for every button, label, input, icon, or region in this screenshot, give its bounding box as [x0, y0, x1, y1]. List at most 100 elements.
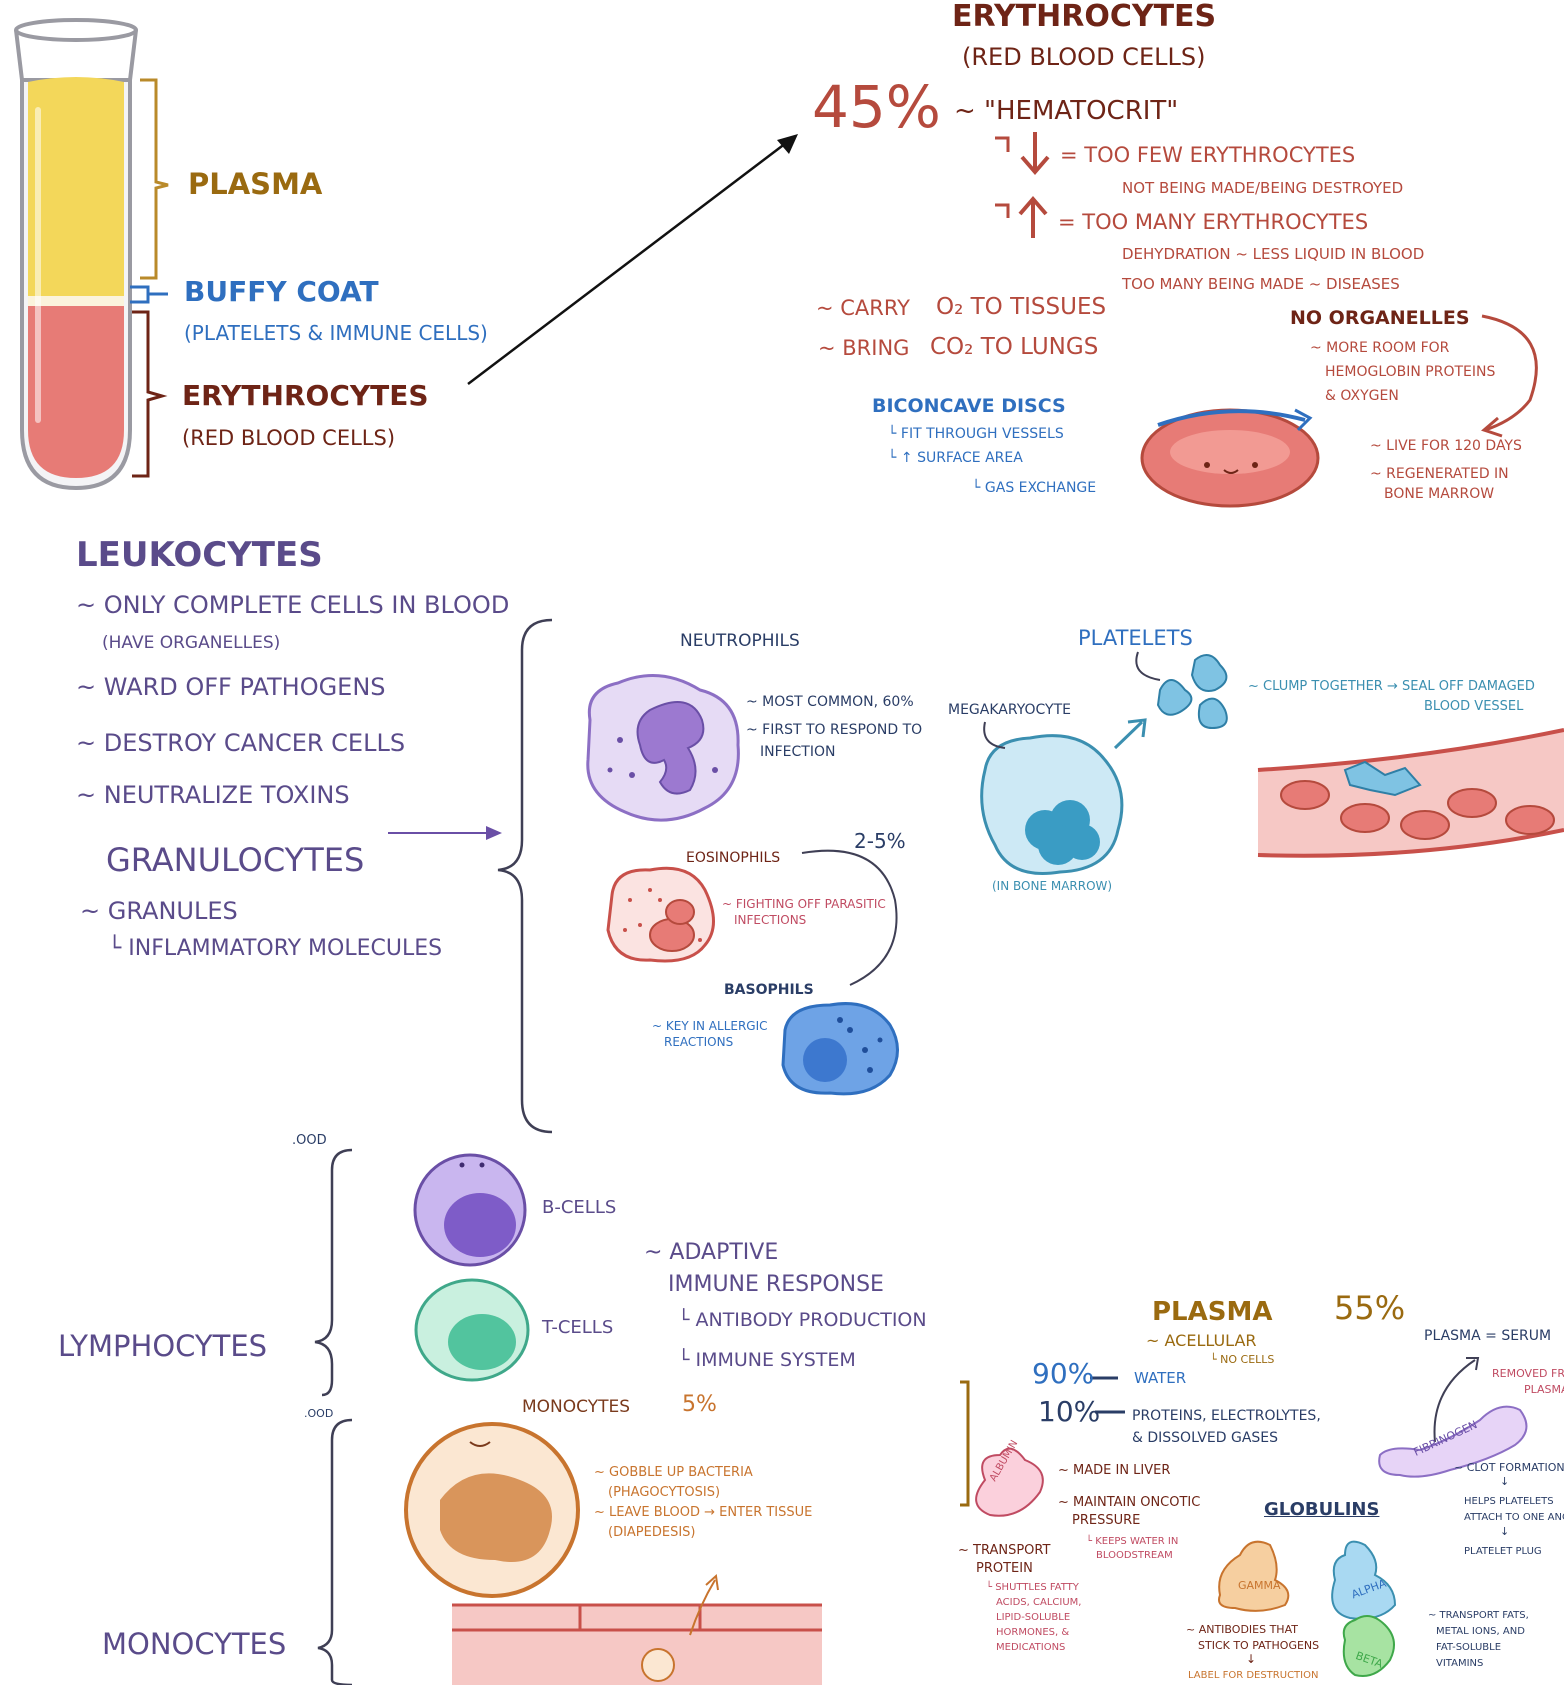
bone-marrow-label: (IN BONE MARROW)	[992, 879, 1113, 893]
monocytes-label: MONOCYTES	[522, 1397, 631, 1417]
neut-1: ~ MOST COMMON, 60%	[746, 694, 914, 710]
proteins-1: PROTEINS, ELECTROLYTES,	[1132, 1408, 1321, 1424]
albumin-5: BLOODSTREAM	[1096, 1550, 1173, 1561]
plasma-percent: 55%	[1334, 1289, 1406, 1327]
co2-to-lungs: CO₂ TO LUNGS	[930, 334, 1099, 360]
test-tube-icon	[14, 18, 138, 491]
too-many-reason-1: DEHYDRATION ~ LESS LIQUID IN BLOOD	[1122, 245, 1425, 263]
bring-label: ~ BRING	[818, 336, 910, 360]
ery-subtitle: (RED BLOOD CELLS)	[962, 43, 1206, 71]
albumin-icon	[975, 1447, 1044, 1517]
ery-title: ERYTHROCYTES	[952, 0, 1217, 34]
plasma-serum: PLASMA = SERUM	[1424, 1328, 1552, 1344]
granules: ~ GRANULES	[80, 897, 238, 925]
platelets-title: PLATELETS	[1078, 626, 1193, 650]
leuko-point-2: ~ WARD OFF PATHOGENS	[76, 673, 386, 701]
tube-ery-label: ERYTHROCYTES	[182, 379, 429, 412]
ab-2: METAL IONS, AND	[1436, 1626, 1525, 1637]
plasma-title: PLASMA	[1152, 1297, 1273, 1327]
tube-plasma-label: PLASMA	[188, 167, 323, 201]
mono-3: ~ LEAVE BLOOD → ENTER TISSUE	[594, 1505, 813, 1520]
acellular: ~ ACELLULAR	[1146, 1331, 1257, 1350]
proteins-2: & DISSOLVED GASES	[1132, 1430, 1279, 1446]
baso-2: REACTIONS	[664, 1035, 734, 1049]
transport-2: PROTEIN	[976, 1561, 1033, 1576]
transport-1: ~ TRANSPORT	[958, 1543, 1051, 1558]
fib-arrow-1: ↓	[1500, 1475, 1510, 1488]
gamma-arrow: ↓	[1246, 1652, 1257, 1666]
albumin-3: PRESSURE	[1072, 1513, 1141, 1528]
b-cells-label: B-CELLS	[542, 1197, 617, 1218]
t-cells-label: T-CELLS	[542, 1317, 614, 1338]
tube-buffy-sub: (PLATELETS & IMMUNE CELLS)	[184, 321, 488, 345]
basophil-icon	[781, 1002, 899, 1096]
no-org-3: & OXYGEN	[1325, 388, 1399, 404]
ery-percent: 45%	[812, 73, 941, 141]
leuko-point-1b: (HAVE ORGANELLES)	[102, 633, 281, 653]
fibrinogen-1: ~ CLOT FORMATION	[1454, 1461, 1564, 1474]
fibrinogen-3: ATTACH TO ONE ANOTHER	[1464, 1512, 1564, 1523]
blood-vessel-icon	[1257, 728, 1564, 858]
biconcave-title: BICONCAVE DISCS	[872, 395, 1066, 417]
fibrinogen-4: PLATELET PLUG	[1464, 1546, 1542, 1557]
ab-3: FAT-SOLUBLE	[1436, 1642, 1502, 1653]
eos-baso-connector	[801, 849, 898, 986]
too-few: = TOO FEW ERYTHROCYTES	[1060, 143, 1356, 167]
neutrophil-icon	[586, 673, 740, 822]
too-many: = TOO MANY ERYTHROCYTES	[1058, 210, 1369, 234]
gamma-1: ~ ANTIBODIES THAT	[1186, 1623, 1298, 1636]
no-org-2: HEMOGLOBIN PROTEINS	[1325, 364, 1496, 380]
buffy-bracket	[130, 285, 168, 304]
antibody-production: └ ANTIBODY PRODUCTION	[678, 1309, 927, 1331]
tube-ery-sub: (RED BLOOD CELLS)	[182, 426, 396, 450]
leuko-point-4: ~ NEUTRALIZE TOXINS	[76, 781, 350, 809]
erythrocyte-bracket	[132, 310, 168, 478]
t-cell-icon	[414, 1278, 530, 1382]
immune-system: └ IMMUNE SYSTEM	[678, 1349, 856, 1371]
arrow-line	[467, 139, 791, 385]
monocytes-title: MONOCYTES	[102, 1627, 287, 1661]
fib-arrow-2: ↓	[1500, 1525, 1510, 1538]
lymphocyte-brace	[314, 1148, 353, 1397]
baso-1: ~ KEY IN ALLERGIC	[652, 1019, 768, 1033]
down-arrow-icon	[1020, 132, 1050, 176]
tube-buffy-label: BUFFY COAT	[184, 275, 379, 308]
water-label: WATER	[1134, 1369, 1187, 1387]
eosinophils-title: EOSINOPHILS	[686, 850, 781, 866]
eos-2: INFECTIONS	[734, 913, 807, 927]
bicon-area: └ ↑ SURFACE AREA	[888, 450, 1023, 466]
fibrinogen-2: HELPS PLATELETS	[1464, 1496, 1554, 1507]
immune-response: IMMUNE RESPONSE	[668, 1272, 884, 1297]
monocyte-brace	[317, 1418, 353, 1685]
megakaryocyte-icon	[980, 734, 1124, 875]
tissue-icon	[452, 1574, 822, 1685]
mono-2: (PHAGOCYTOSIS)	[608, 1485, 721, 1500]
leuko-point-1: ~ ONLY COMPLETE CELLS IN BLOOD	[76, 591, 510, 619]
inflammatory-molecules: └ INFLAMMATORY MOLECULES	[108, 936, 443, 961]
carry-label: ~ CARRY	[816, 296, 910, 320]
removed-1: REMOVED FROM	[1492, 1367, 1564, 1380]
regenerated-1: ~ REGENERATED IN	[1370, 466, 1509, 482]
arrow-head	[777, 134, 798, 154]
eos-baso-percent: 2-5%	[854, 829, 906, 853]
basophils-title: BASOPHILS	[724, 982, 814, 998]
o2-to-tissues: O₂ TO TISSUES	[936, 294, 1107, 320]
gamma-label: GAMMA	[1238, 1579, 1281, 1592]
gamma-2: STICK TO PATHOGENS	[1198, 1639, 1320, 1652]
too-few-reason: NOT BEING MADE/BEING DESTROYED	[1122, 179, 1404, 197]
red-blood-cell-icon	[1140, 408, 1320, 508]
ood-mark-2: .OOD	[304, 1407, 334, 1420]
bicon-fit: └ FIT THROUGH VESSELS	[888, 426, 1064, 442]
regenerated-2: BONE MARROW	[1384, 486, 1495, 502]
beta-globulin-icon	[1342, 1615, 1395, 1677]
transport-3: └ SHUTTLES FATTY	[986, 1582, 1079, 1593]
platelet-note-1: ~ CLUMP TOGETHER → SEAL OFF DAMAGED	[1248, 679, 1535, 694]
albumin-1: ~ MADE IN LIVER	[1058, 1463, 1171, 1478]
leukocyte-brace	[497, 618, 553, 1134]
water-percent: 90%	[1032, 1357, 1095, 1390]
neut-3: INFECTION	[760, 744, 836, 760]
ab-1: ~ TRANSPORT FATS,	[1428, 1610, 1529, 1621]
ab-4: VITAMINS	[1436, 1658, 1484, 1669]
albumin-4: └ KEEPS WATER IN	[1086, 1536, 1179, 1547]
plasma-bracket	[140, 78, 169, 280]
